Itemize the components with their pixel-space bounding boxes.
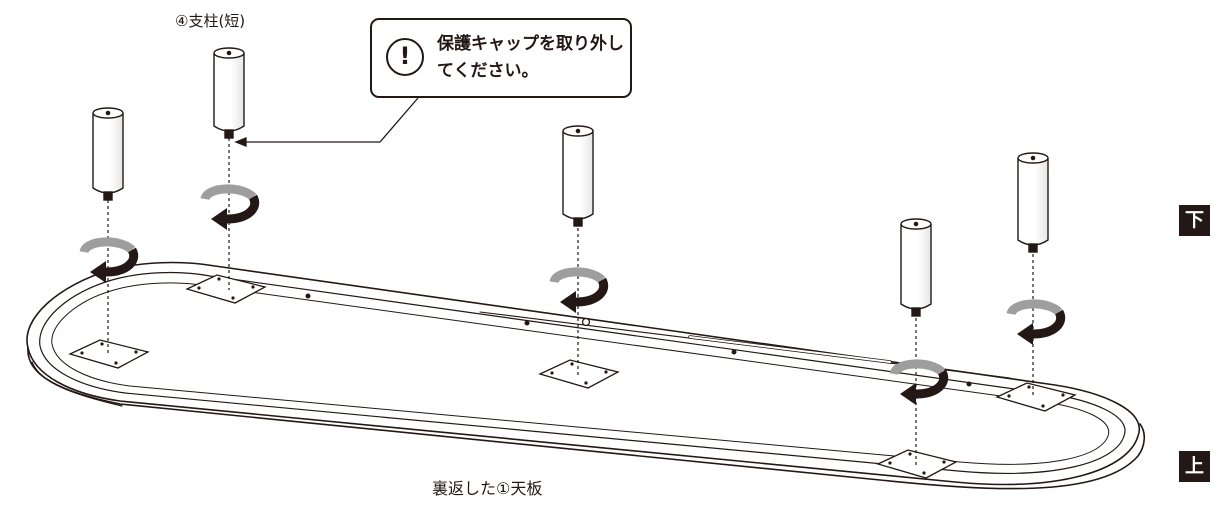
leg-column-2	[92, 107, 124, 201]
side-tab-bottom: 下	[1179, 205, 1210, 236]
leg-column-1	[213, 47, 245, 139]
board-label: 裏返した①天板	[432, 479, 543, 498]
rotate-arrow-icon-1	[200, 184, 260, 230]
mount-plate-3	[539, 359, 619, 389]
callout-leader	[234, 97, 419, 147]
leg-column-4	[900, 218, 932, 317]
mount-plate-1	[186, 274, 266, 304]
callout-text: 保護キャップを取り外してください。	[437, 34, 624, 81]
leg-column-3	[562, 125, 594, 227]
part-label: ④支柱(短)	[175, 12, 246, 30]
rotate-arrow-icon-5	[1006, 299, 1066, 345]
rotate-arrow-icon-4	[889, 359, 949, 405]
rotate-arrow-icon-2	[79, 237, 139, 283]
side-tab-top: 上	[1179, 451, 1210, 482]
leg-column-5	[1017, 152, 1049, 253]
mount-plate-4	[877, 449, 957, 479]
exclamation-icon: !	[386, 38, 424, 76]
mount-plate-2	[69, 339, 149, 369]
warning-callout: ! 保護キャップを取り外してください。	[370, 18, 632, 98]
rotate-arrow-icon-3	[549, 267, 609, 313]
